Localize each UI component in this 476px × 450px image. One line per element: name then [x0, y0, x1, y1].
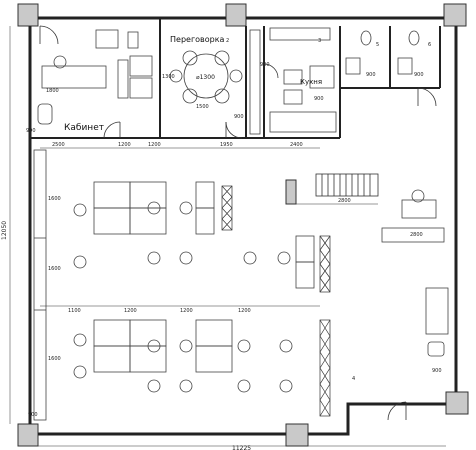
chair — [73, 255, 87, 269]
desk — [295, 235, 315, 263]
chair — [73, 203, 87, 217]
room-number-kitchen: 3 — [318, 38, 321, 44]
desk — [93, 345, 131, 373]
cabinet-furniture — [37, 29, 153, 125]
dim-left-height: 12050 — [1, 221, 8, 240]
dim-meeting-a: 1300 — [162, 74, 175, 80]
chair — [179, 251, 193, 265]
desk — [195, 345, 233, 373]
dim-wc-a: 900 — [366, 72, 376, 78]
left-storage — [33, 149, 47, 421]
dim-corridor-c: 1200 — [148, 142, 161, 148]
dim-left-b: 1600 — [48, 266, 61, 272]
doors — [39, 25, 437, 421]
dim-right-block: 2800 — [338, 198, 351, 204]
room-label-cabinet: Кабинет — [64, 123, 104, 133]
stairs — [315, 173, 379, 197]
dim-bottom-width: 11225 — [232, 445, 251, 450]
dim-corridor-e: 2400 — [290, 142, 303, 148]
chair — [179, 201, 193, 215]
desk — [129, 319, 167, 347]
dim-kitchen-a: 900 — [260, 62, 270, 68]
inner-walls — [30, 18, 441, 139]
dim-corridor-b: 1200 — [118, 142, 131, 148]
desk — [129, 207, 167, 235]
meeting-table-size: ⌀1300 — [196, 74, 215, 81]
room-label-meeting: Переговорка — [170, 35, 225, 44]
kitchen-furniture — [249, 27, 337, 135]
chair — [243, 251, 257, 265]
column-top-left — [17, 3, 39, 27]
dim-cabinet-desk: 1800 — [46, 88, 59, 94]
desk — [195, 181, 215, 209]
desk — [129, 181, 167, 209]
chair — [237, 379, 251, 393]
column-bottom-left — [17, 423, 39, 447]
dim-corridor-a: 2500 — [52, 142, 65, 148]
desk — [195, 319, 233, 347]
dim-kitchen-b: 900 — [314, 96, 324, 102]
chair — [147, 201, 161, 215]
chair — [73, 365, 87, 379]
dim-meeting-b: 1500 — [196, 104, 209, 110]
dim-left-c: 1600 — [48, 356, 61, 362]
dim-row-d: 1200 — [238, 308, 251, 314]
chair — [147, 251, 161, 265]
outer-walls — [28, 16, 458, 436]
chair — [237, 339, 251, 353]
desk — [295, 261, 315, 289]
dim-right-block-b: 2800 — [410, 232, 423, 238]
dim-wc-b: 900 — [414, 72, 424, 78]
room-number-open-space: 4 — [352, 376, 355, 382]
chair — [279, 339, 293, 353]
dimension-lines — [9, 26, 446, 447]
desk — [129, 345, 167, 373]
dim-door-right: 900 — [432, 368, 442, 374]
dim-bottom-small: 900 — [28, 412, 38, 418]
dim-row-b: 1200 — [124, 308, 137, 314]
dim-row-c: 1200 — [180, 308, 193, 314]
dim-cabinet-cabinet: 900 — [26, 128, 36, 134]
dim-left-a: 1600 — [48, 196, 61, 202]
chair — [179, 379, 193, 393]
chair — [179, 339, 193, 353]
dim-row-a: 1100 — [68, 308, 81, 314]
room-number-meeting: 2 — [226, 38, 229, 44]
meeting-furniture — [169, 50, 243, 104]
wc-fixtures — [345, 30, 420, 75]
right-area-furniture — [381, 189, 449, 357]
chair — [147, 379, 161, 393]
chair — [73, 333, 87, 347]
chair — [279, 379, 293, 393]
partition-screens — [221, 185, 331, 417]
column-bottom-right — [445, 391, 469, 415]
room-number-wc-2: 6 — [428, 42, 431, 48]
desk — [93, 319, 131, 347]
column-top-right — [443, 3, 467, 27]
column-bottom-mid — [285, 423, 309, 447]
chair — [147, 339, 161, 353]
desk — [93, 181, 131, 209]
column-middle — [285, 179, 297, 205]
workstations — [73, 181, 315, 393]
dim-meeting-door: 900 — [234, 114, 244, 120]
dim-corridor-d: 1950 — [220, 142, 233, 148]
room-label-kitchen: Кухня — [300, 78, 322, 86]
desk — [93, 207, 131, 235]
room-number-wc-1: 5 — [376, 42, 379, 48]
chair — [277, 251, 291, 265]
desk — [195, 207, 215, 235]
column-top-mid — [225, 3, 247, 27]
